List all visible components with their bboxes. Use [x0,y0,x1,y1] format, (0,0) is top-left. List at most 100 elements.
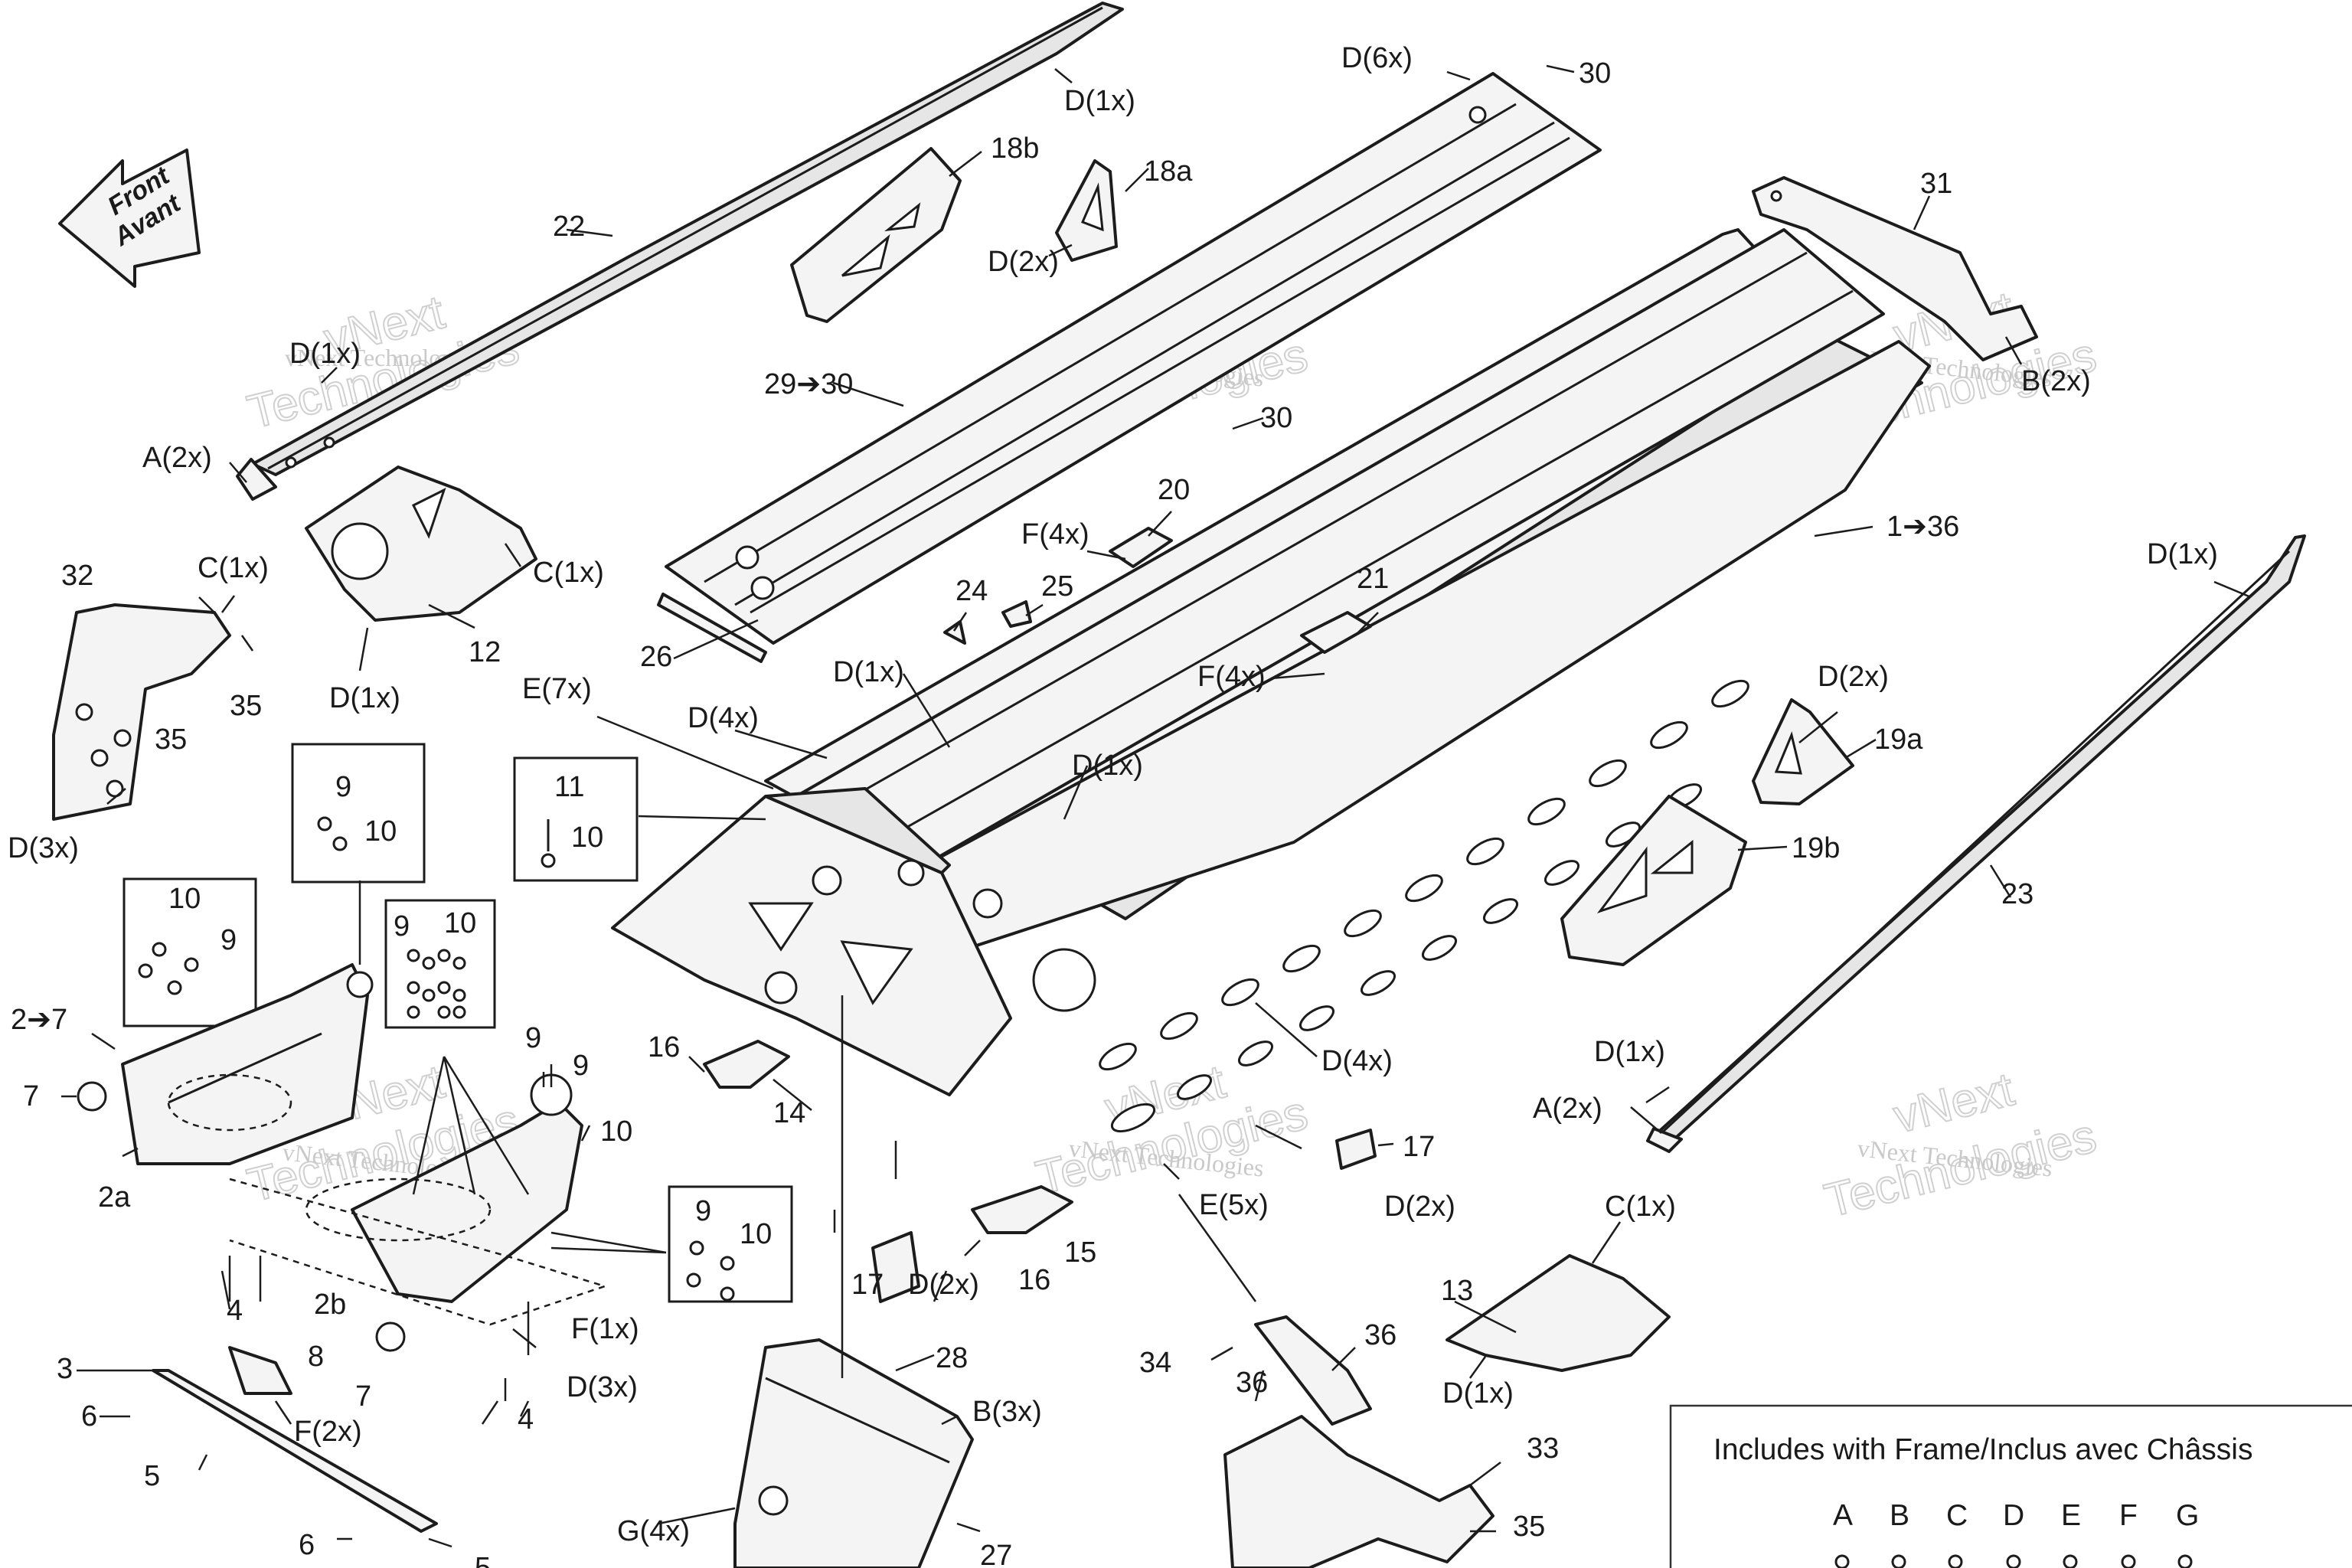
part-2a-front-bracket [121,963,374,1165]
callout-label: 9 [525,1022,541,1054]
callout-label: F(4x) [1197,661,1266,693]
callout-label: 5 [144,1460,160,1492]
legend-fastener-icon [1891,1554,1906,1568]
callout-label: 29➔30 [764,368,853,400]
callout-label: A(2x) [142,442,212,474]
legend-letter: F [2119,1499,2138,1532]
part-2b-front-bracket [305,1073,583,1303]
part-1-main-frame [611,228,1931,1133]
callout-label: 30 [1579,57,1611,90]
legend-fastener-icon [2121,1554,2136,1568]
callout-label: F(1x) [571,1313,639,1345]
callout-label: C(1x) [533,557,604,589]
callout-label: 16 [648,1031,680,1063]
callout-label: B(3x) [972,1396,1042,1428]
callout-label: 9 [573,1050,589,1082]
part-21-bracket [1300,611,1372,654]
callout-label: 4 [518,1403,534,1436]
callout-label: 28 [936,1342,968,1374]
part-18a-bracket [1055,159,1118,262]
part-32-bracket [52,603,231,821]
callout-label: F(2x) [294,1416,362,1448]
callout-label: 27 [980,1540,1012,1568]
callout-label: 4 [227,1295,243,1327]
front-arrow-shape [58,149,201,288]
callout-label: 1➔36 [1886,511,1959,543]
callout-label: 7 [355,1380,371,1413]
callout-label: 35 [230,690,262,722]
legend-letter: A [1833,1499,1853,1532]
callout-label: 19a [1874,724,1923,756]
callout-label: 25 [1041,570,1073,603]
callout-label: D(4x) [1321,1045,1393,1077]
callout-label: 2a [98,1181,131,1214]
callout-label: D(3x) [567,1371,638,1403]
callout-label: E(5x) [1199,1189,1269,1221]
callout-label: 9 [220,924,237,956]
callout-label: 31 [1920,168,1952,200]
frame-lightening-holes [1099,679,1749,1133]
callout-label: 9 [394,910,410,942]
callout-label: 2b [314,1289,346,1321]
hardware-box-11-10 [513,756,639,882]
callout-label: D(1x) [1594,1036,1665,1068]
hardware-box-9-10-upper [291,743,426,884]
callout-label: 10 [600,1116,632,1148]
callout-label: 24 [956,575,988,607]
callout-label: 30 [1260,402,1292,434]
part-13-gusset [1446,1254,1671,1372]
part-14-bracket [703,1040,790,1089]
legend-letter: C [1946,1499,1968,1532]
part-18b-bracket [790,147,962,323]
callout-label: 36 [1364,1319,1396,1351]
callout-label: 26 [640,641,672,673]
part-17-plate [871,1231,920,1303]
callout-label: D(1x) [1064,85,1135,117]
part-12-gusset [305,466,537,622]
legend-fastener-icon [1834,1554,1850,1568]
legend-fastener-icon [2006,1554,2021,1568]
part-7-nut [375,1321,406,1352]
callout-label: D(1x) [2147,538,2218,570]
callout-label: 13 [1441,1275,1473,1307]
callout-label: 22 [553,211,585,243]
callout-label: 34 [1139,1347,1171,1379]
callout-label: C(1x) [198,552,269,584]
callout-label: 36 [1236,1367,1268,1399]
callout-label: 10 [168,883,201,915]
callout-label: B(2x) [2021,365,2091,397]
callout-label: C(1x) [1605,1191,1676,1223]
part-19b-bracket [1560,795,1747,966]
callout-label: D(2x) [988,246,1059,278]
part-19a-bracket [1752,698,1854,805]
callout-label: D(2x) [908,1269,979,1301]
callout-label: 21 [1357,563,1389,595]
part-25-clip [1001,600,1032,628]
part-15-bracket [971,1185,1073,1234]
callout-label: 2➔7 [11,1004,67,1036]
assembly-outline [229,1178,609,1326]
callout-label: 7 [23,1080,39,1112]
callout-label: 10 [740,1218,772,1250]
legend-title: Includes with Frame/Inclus avec Châssis [1713,1433,2252,1466]
legend-fastener-icon [2177,1554,2193,1568]
callout-label: 17 [851,1269,884,1301]
callout-label: 18b [991,132,1039,165]
callout-label: D(2x) [1818,661,1889,693]
part-27-radiator [733,1338,974,1568]
frame-includes-legend: Includes with Frame/Inclus avec Châssis … [1669,1404,2352,1568]
front-direction-arrow: Front Avant [58,149,201,288]
callout-label: 15 [1064,1236,1096,1269]
callout-label: 14 [773,1097,805,1129]
legend-box [1669,1404,2352,1568]
part-8-bracket [228,1346,292,1395]
callout-label: 10 [364,815,397,848]
callout-label: D(1x) [1442,1377,1514,1410]
part-31-rear-bracket [1752,176,2038,361]
callout-label: D(1x) [289,338,361,370]
callout-label: 3 [57,1353,73,1385]
callout-label: 16 [1018,1264,1050,1296]
callout-label: 5 [475,1552,491,1568]
callout-label: 23 [2001,878,2034,910]
